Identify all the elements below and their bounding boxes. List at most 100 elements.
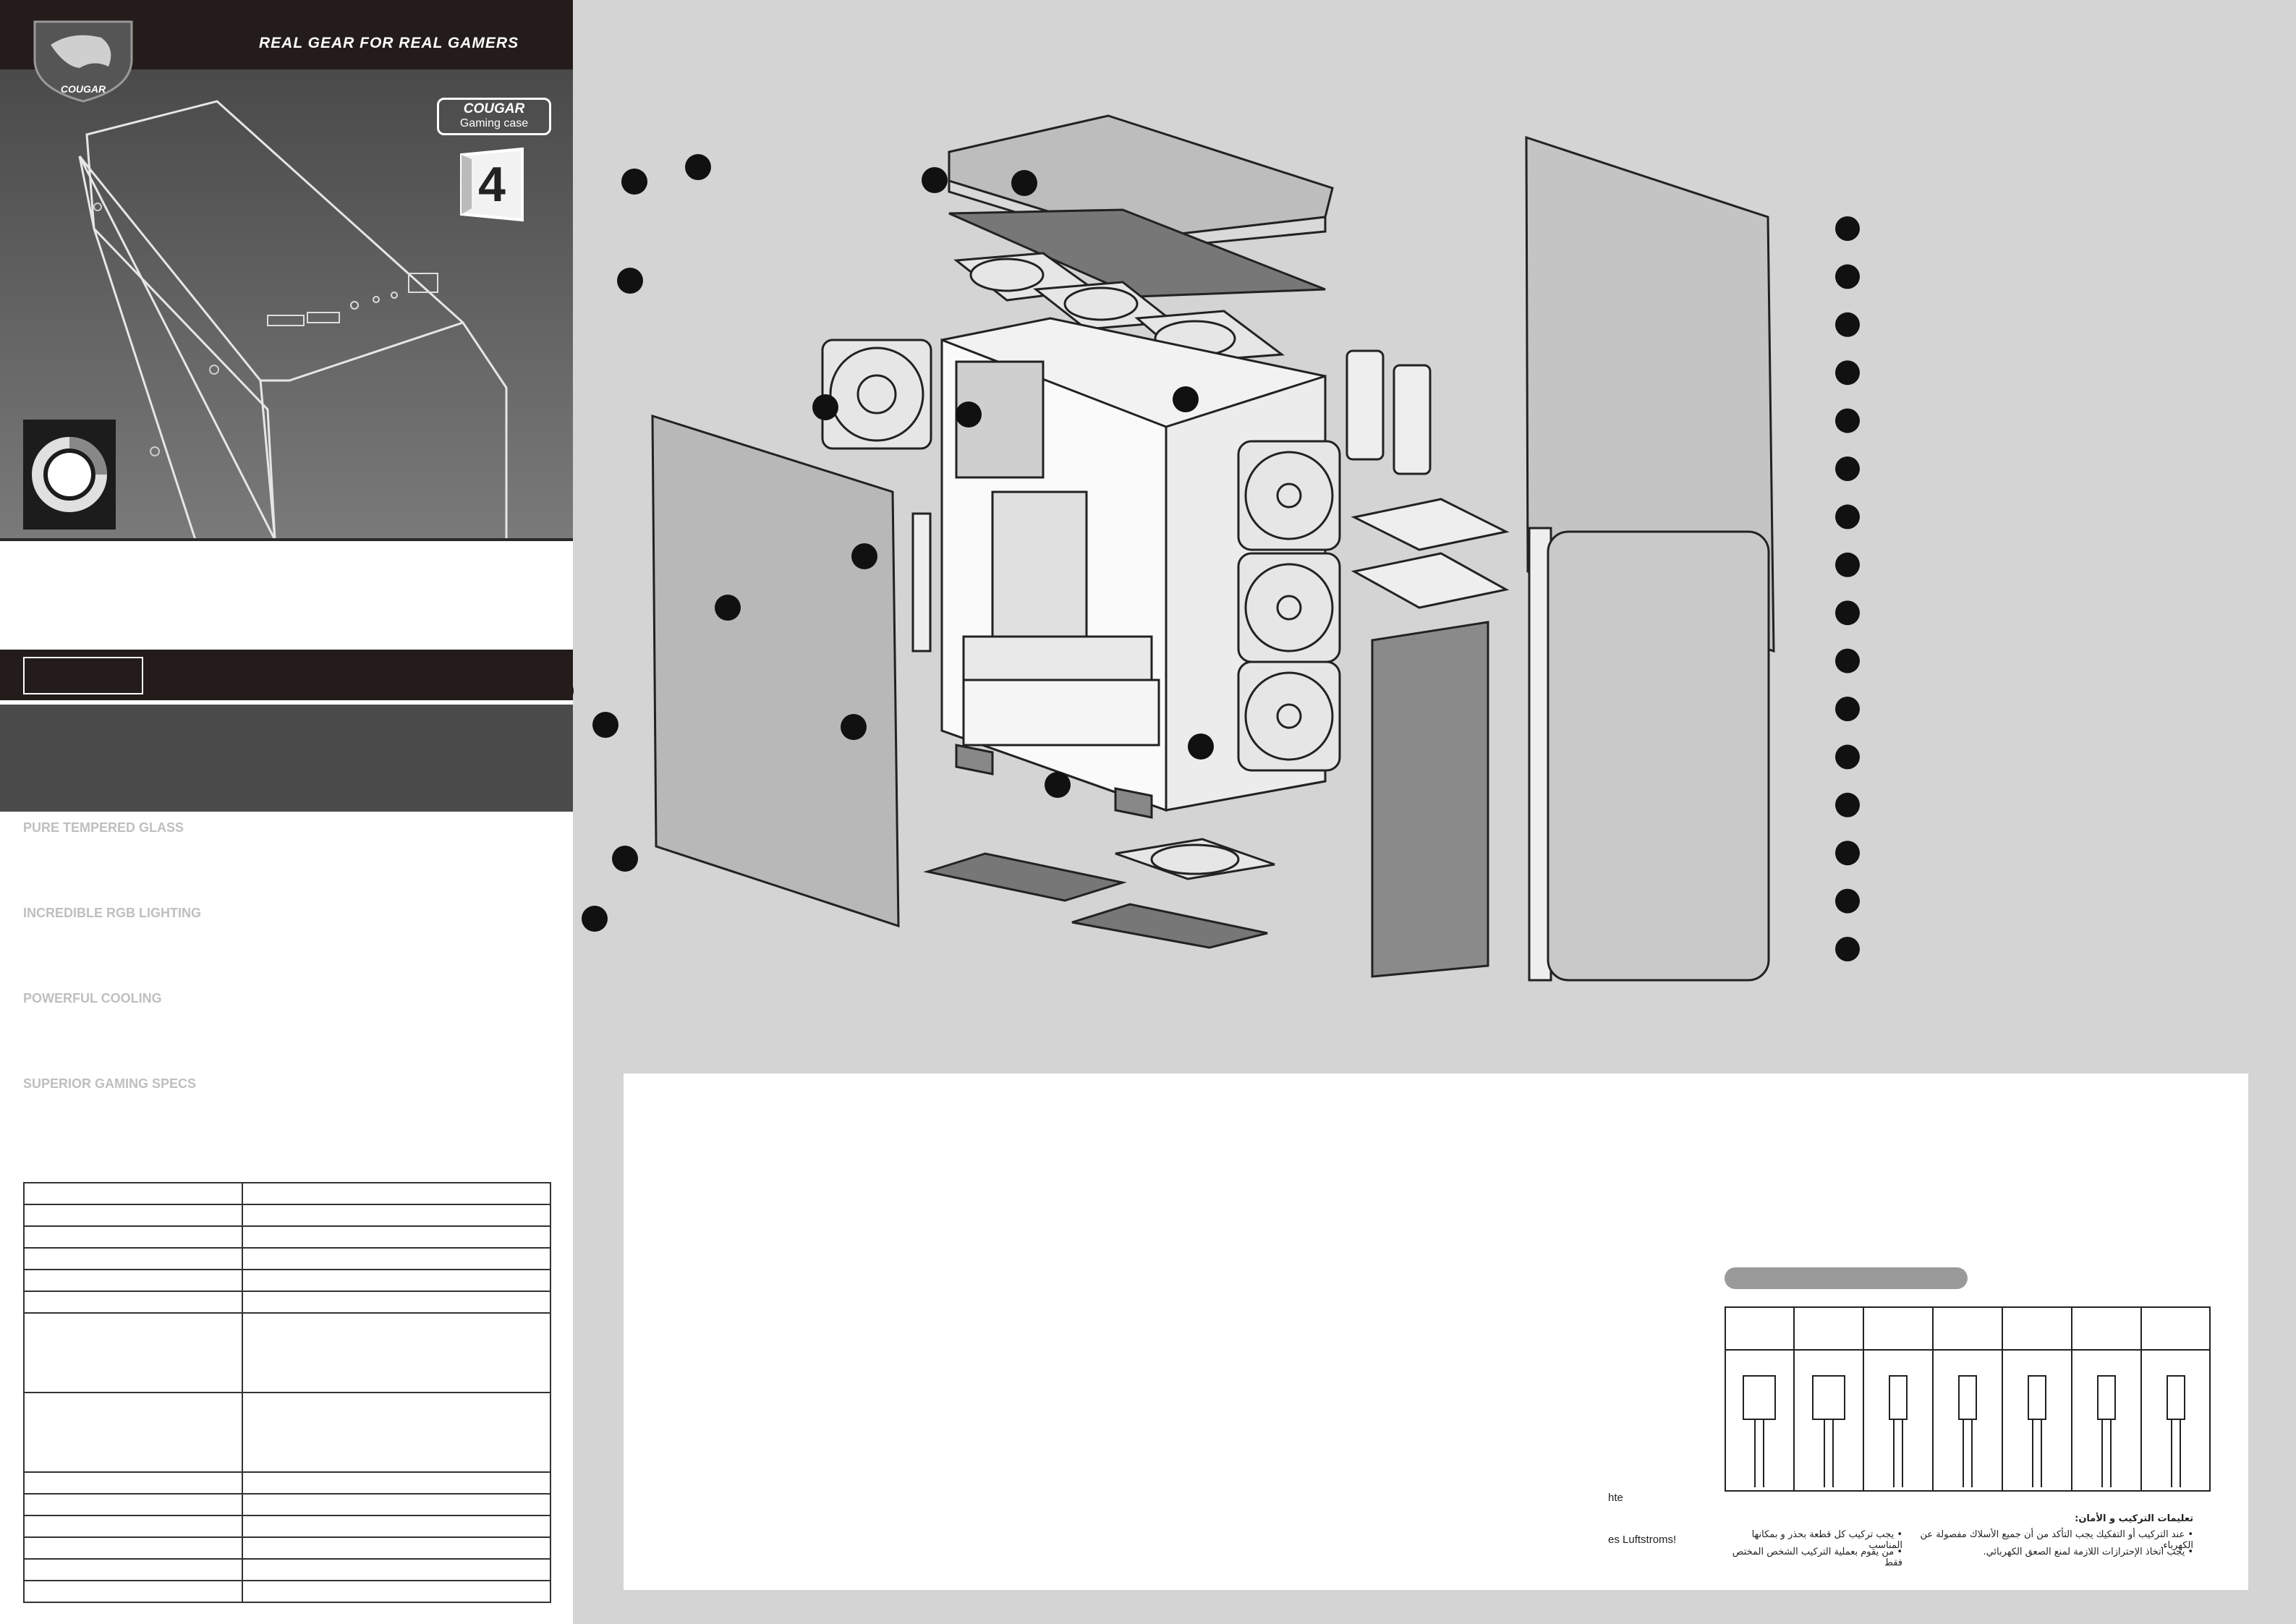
callout-dot [617, 268, 643, 294]
legend-dot [1835, 456, 1860, 481]
legend-dots [1835, 216, 1860, 961]
feature-gaming-specs: SUPERIOR GAMING SPECS [23, 1076, 197, 1091]
spec-value-cell [242, 1225, 551, 1249]
left-panel: COUGAR REAL GEAR FOR REAL GAMERS COUGAR … [0, 0, 573, 1624]
spec-row [23, 1182, 551, 1205]
spec-row [23, 1291, 551, 1314]
spec-value-cell [242, 1392, 551, 1473]
spec-label-cell [23, 1471, 243, 1495]
front-glass-panel [1528, 527, 1770, 982]
spec-row [23, 1558, 551, 1581]
spec-label-cell [23, 1291, 243, 1314]
callout-dot [685, 154, 711, 180]
legend-dot [1835, 744, 1860, 770]
legend-dot [1835, 312, 1860, 337]
callout-dot [1045, 772, 1071, 798]
legend-dot [1835, 408, 1860, 433]
callout-dot [1173, 386, 1199, 412]
callout-dot [851, 543, 877, 569]
front-io-panel [267, 273, 438, 326]
front-fans [1237, 440, 1341, 772]
legend-dot [1835, 600, 1860, 626]
legend-dot [1835, 360, 1860, 386]
feature-cooling: POWERFUL COOLING [23, 991, 162, 1006]
spec-value-cell [242, 1471, 551, 1495]
spec-row [23, 1247, 551, 1270]
legend-dot [1835, 937, 1860, 961]
spec-label-cell [23, 1493, 243, 1516]
spec-row [23, 1392, 551, 1473]
spec-label-cell [23, 1392, 243, 1473]
number-badge: 4 [457, 145, 527, 224]
exploded-diagram [573, 114, 1860, 982]
callout-dot [592, 712, 618, 738]
arabic-line-1a: • عند التركيب أو التفكيك يجب التأكد من أ… [1920, 1529, 2193, 1551]
diagram-callouts [573, 154, 1214, 932]
callout-dot [812, 394, 838, 420]
badge-category: Gaming case [459, 117, 529, 129]
ring-icon [32, 437, 107, 512]
gray-band [0, 705, 573, 812]
spec-label-cell [23, 1580, 243, 1603]
callout-dot [922, 167, 948, 193]
rear-bracket [911, 512, 932, 652]
legend-dot [1835, 552, 1860, 577]
connector-icon [2167, 1375, 2185, 1487]
spec-value-cell [242, 1558, 551, 1581]
connector-icon [1889, 1375, 1908, 1487]
arabic-line-1b: • يجب تركيب كل قطعة بحذر و بمكانها المنا… [1751, 1529, 1902, 1551]
spec-label-cell [23, 1269, 243, 1292]
right-glass-panel [1525, 135, 1775, 653]
rear-fan [821, 339, 932, 450]
left-glass-panel [651, 414, 900, 928]
legend-dot [1835, 216, 1860, 241]
dark-band-label-box [23, 657, 143, 694]
brand-badge: COUGAR Gaming case [437, 98, 551, 135]
spec-label-cell [23, 1312, 243, 1393]
spec-value-cell [242, 1204, 551, 1227]
top-dust-filter [948, 208, 1326, 298]
legend-dot [1835, 888, 1860, 914]
callout-dot [715, 595, 741, 621]
connector-icon [2028, 1375, 2046, 1487]
badge-brand: COUGAR [463, 101, 525, 116]
callout-dot [841, 714, 867, 740]
connector-section-header [1725, 1267, 1968, 1289]
spec-value-cell [242, 1580, 551, 1603]
chassis [940, 317, 1327, 819]
callout-dot [621, 169, 647, 195]
spec-label-cell [23, 1225, 243, 1249]
arabic-line-2a: • يجب اتخاذ الإحترازات اللازمة لمنع الصع… [1983, 1547, 2193, 1557]
bottom-fan [1115, 838, 1275, 880]
connector-icon [1743, 1375, 1776, 1487]
legend-dot [1835, 648, 1860, 673]
series-number: 4 [478, 157, 506, 212]
spec-value-cell [242, 1247, 551, 1270]
arabic-heading: تعليمات التركيب و الأمان: [2075, 1513, 2193, 1524]
divider [0, 538, 573, 541]
front-mesh [1371, 621, 1489, 978]
spec-row [23, 1515, 551, 1538]
spec-label-cell [23, 1515, 243, 1538]
legend-dot [1835, 841, 1860, 866]
spec-row [23, 1580, 551, 1603]
rgb-ring-image [23, 420, 116, 530]
callout-dot [1188, 734, 1214, 760]
spec-label-cell [23, 1182, 243, 1205]
connector-icon [1958, 1375, 1977, 1487]
arabic-line-2b: • من يقوم بعملية التركيب الشخص المختص فق… [1732, 1547, 1902, 1568]
spec-row [23, 1312, 551, 1393]
feature-rgb-lighting: INCREDIBLE RGB LIGHTING [23, 906, 201, 920]
spec-row [23, 1204, 551, 1227]
spec-value-cell [242, 1291, 551, 1314]
bottom-filter-right [1071, 903, 1268, 949]
number-badge-shape [460, 147, 524, 222]
connector-icon [2097, 1375, 2116, 1487]
logo-text: COUGAR [61, 83, 106, 95]
german-fragment-2: es Luftstroms! [1608, 1534, 1677, 1546]
spec-value-cell [242, 1493, 551, 1516]
spec-label-cell [23, 1247, 243, 1270]
spec-row [23, 1225, 551, 1249]
spec-value-cell [242, 1312, 551, 1393]
connector-table [1725, 1306, 2211, 1492]
